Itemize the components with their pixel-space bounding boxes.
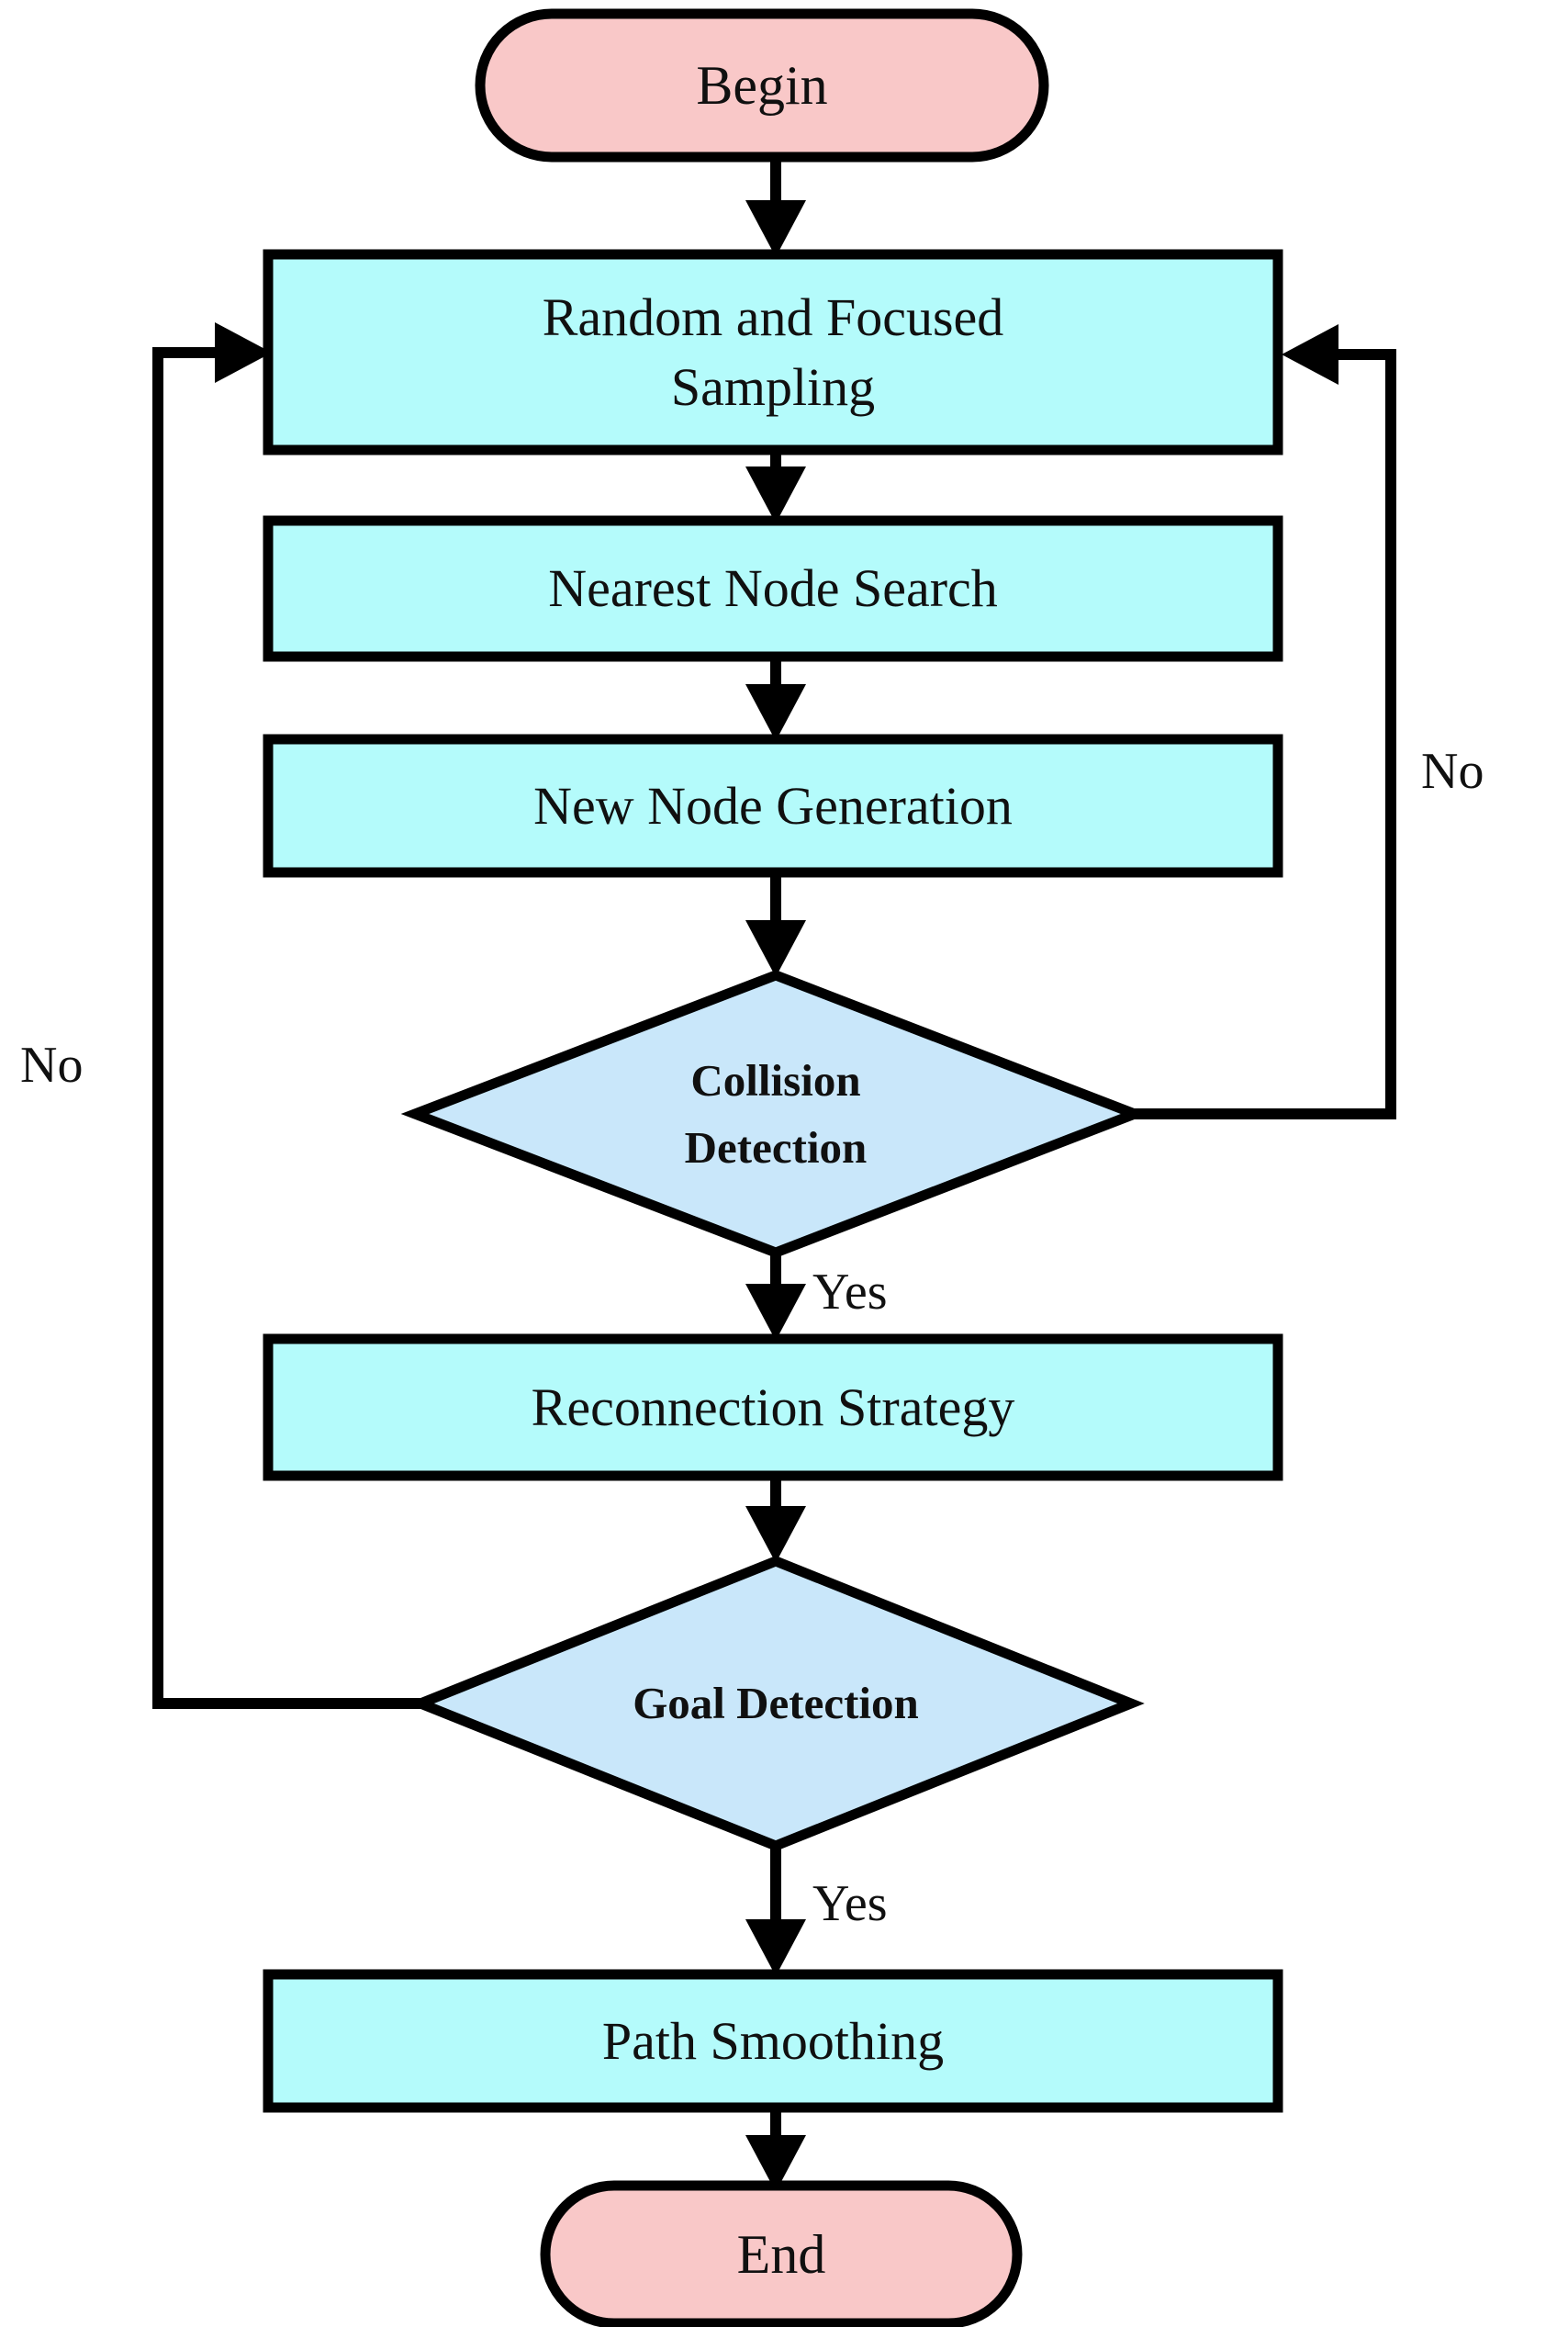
edge-collision-no-loop <box>1135 349 1396 1119</box>
arrowhead-into-goal <box>745 1506 806 1563</box>
arrowhead-into-nearest <box>745 467 806 523</box>
edge-lines <box>152 154 1396 2141</box>
edge-label-goal-yes: Yes <box>812 1875 888 1932</box>
node-goal-label: Goal Detection <box>633 1678 919 1729</box>
node-collision-shape <box>400 970 1149 1258</box>
arrowhead-into-sampling-left <box>215 322 272 383</box>
node-nearest-shape <box>263 515 1283 662</box>
edge-goal-no-loop <box>152 347 420 1709</box>
node-reconnect-shape <box>263 1333 1283 1481</box>
node-collision-label: Collision Detection <box>684 1054 868 1174</box>
node-end-shape <box>540 2180 1023 2327</box>
node-newnode-label: New Node Generation <box>533 775 1013 836</box>
edge-label-goal-no: No <box>20 1037 84 1094</box>
arrowhead-into-end <box>745 2135 806 2192</box>
node-reconnect-label: Reconnection Strategy <box>531 1377 1015 1437</box>
arrowhead-into-newnode <box>745 684 806 741</box>
node-newnode-shape <box>263 734 1283 878</box>
edge-arrowheads <box>215 200 1338 2192</box>
node-end-label: End <box>736 2223 826 2285</box>
node-sampling-shape <box>263 249 1283 455</box>
edge-label-collision-yes: Yes <box>812 1264 888 1321</box>
arrowhead-into-sampling-top <box>745 200 806 257</box>
node-begin-shape <box>475 8 1049 163</box>
arrowhead-into-collision <box>745 920 806 977</box>
node-begin-label: Begin <box>696 54 828 116</box>
arrowhead-into-reconnect <box>745 1284 806 1341</box>
node-sampling-label: Random and Focused Sampling <box>542 287 1004 417</box>
node-goal-shape <box>407 1556 1145 1851</box>
node-nearest-label: Nearest Node Search <box>548 558 998 619</box>
edge-label-collision-no: No <box>1421 743 1484 800</box>
node-smoothing-shape <box>263 1969 1283 2113</box>
arrowhead-into-sampling-right <box>1282 324 1338 385</box>
arrowhead-into-smoothing <box>745 1919 806 1976</box>
node-smoothing-label: Path Smoothing <box>601 2010 945 2071</box>
